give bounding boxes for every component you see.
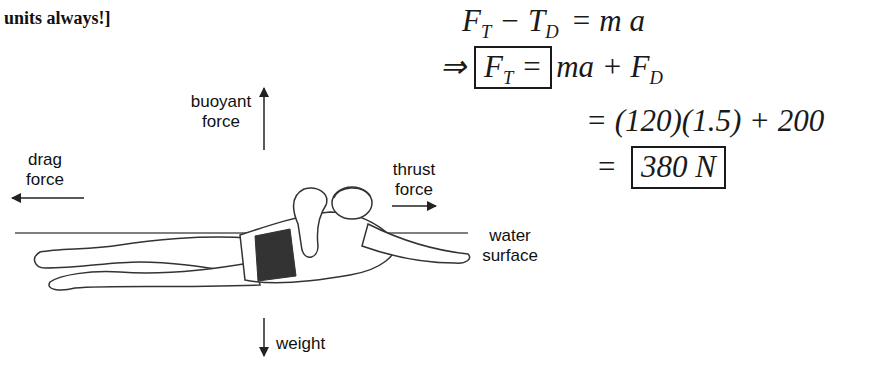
subscript: T	[481, 21, 491, 43]
swimmer-leg	[49, 262, 260, 290]
force-label: drag force	[16, 150, 74, 189]
equation-text: ⇒	[440, 48, 466, 85]
equation-text: 380 N	[641, 148, 716, 185]
buoyant-arrow	[263, 88, 265, 150]
equation-text: − T	[499, 2, 545, 39]
instruction-text: units always!]	[4, 8, 111, 29]
drag-arrow	[12, 197, 84, 199]
answer-box: 380 N	[631, 146, 726, 189]
equation-text: F	[462, 2, 481, 39]
equation-line: = 380 N	[596, 146, 726, 189]
thrust-arrow	[392, 205, 436, 207]
swimmer-arm	[293, 188, 326, 257]
force-label: buoyant force	[186, 92, 256, 131]
force-label: weight	[276, 334, 325, 354]
equation-line: ⇒ FT = ma + FD	[440, 46, 663, 89]
equation-line: FT− TD= m a	[462, 2, 645, 39]
swimmer-arm	[362, 224, 470, 263]
equation-text: F	[484, 48, 503, 85]
subscript: D	[545, 21, 558, 43]
equation-text: ma + F	[556, 48, 649, 85]
subscript: D	[649, 67, 662, 89]
equation-text: =	[596, 148, 617, 185]
surface-label: water surface	[476, 226, 544, 265]
weight-arrow	[263, 318, 265, 356]
equation-text: =	[521, 48, 542, 85]
equation-text: = m a	[571, 2, 645, 39]
water-line	[15, 232, 468, 234]
equation-line: = (120)(1.5) + 200	[586, 102, 824, 139]
swim-trunks	[255, 229, 296, 281]
equation-text: = (120)(1.5) + 200	[586, 102, 824, 139]
answer-box: FT =	[474, 46, 552, 89]
force-label: thrust force	[384, 160, 444, 199]
swimmer-head	[332, 187, 372, 219]
swim-cap	[334, 188, 370, 198]
subscript: T	[503, 67, 513, 89]
